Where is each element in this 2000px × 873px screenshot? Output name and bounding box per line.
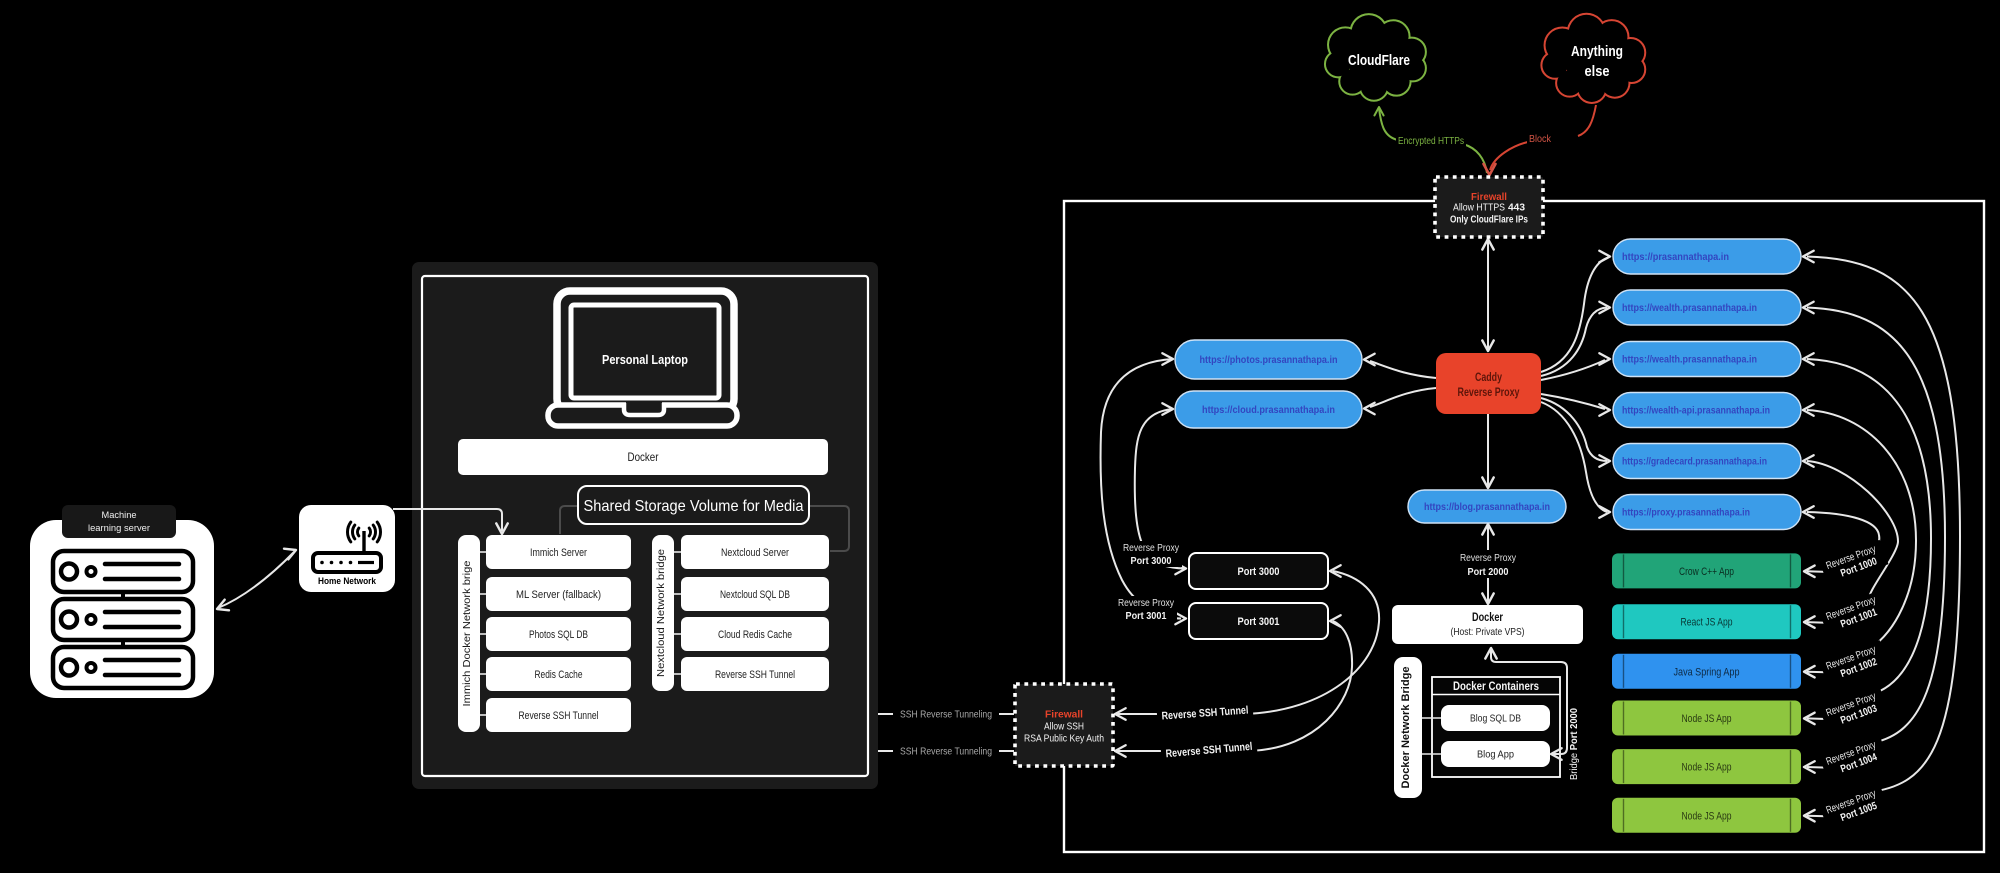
svg-text:(Host: Private VPS): (Host: Private VPS): [1451, 626, 1525, 638]
svg-text:Docker Network Bridge: Docker Network Bridge: [1400, 667, 1412, 789]
svg-text:Reverse Proxy: Reverse Proxy: [1118, 597, 1175, 609]
svg-text:else: else: [1585, 63, 1610, 80]
svg-text:Port 3000: Port 3000: [1238, 566, 1280, 578]
svg-text:Bridge Port 2000: Bridge Port 2000: [1568, 708, 1580, 780]
svg-text:Redis Cache: Redis Cache: [535, 669, 583, 681]
svg-text:Reverse SSH Tunnel: Reverse SSH Tunnel: [519, 710, 599, 722]
svg-text:SSH Reverse Tunneling: SSH Reverse Tunneling: [900, 709, 992, 721]
svg-text:Reverse Proxy: Reverse Proxy: [1460, 552, 1517, 564]
svg-text:RSA Public Key Auth: RSA Public Key Auth: [1024, 733, 1104, 745]
svg-text:Allow SSH: Allow SSH: [1044, 721, 1084, 733]
svg-text:https://blog.prasannathapa.in: https://blog.prasannathapa.in: [1424, 501, 1550, 513]
svg-text:https://wealth-api.prasannatha: https://wealth-api.prasannathapa.in: [1622, 405, 1770, 417]
svg-text:Firewall: Firewall: [1045, 709, 1083, 721]
svg-text:Anything: Anything: [1571, 43, 1623, 60]
svg-text:Nextcloud Server: Nextcloud Server: [721, 547, 789, 559]
svg-text:https://prasannathapa.in: https://prasannathapa.in: [1622, 251, 1729, 263]
svg-text:ML Server (fallback): ML Server (fallback): [516, 589, 601, 601]
svg-text:Node JS App: Node JS App: [1682, 762, 1732, 774]
svg-text:SSH Reverse Tunneling: SSH Reverse Tunneling: [900, 746, 992, 758]
svg-text:https://cloud.prasannathapa.in: https://cloud.prasannathapa.in: [1202, 404, 1335, 416]
svg-text:Node JS App: Node JS App: [1682, 810, 1732, 822]
svg-text:Photos SQL DB: Photos SQL DB: [529, 629, 588, 641]
svg-text:Home Network: Home Network: [318, 576, 377, 587]
svg-text:Port 3000: Port 3000: [1131, 555, 1172, 567]
svg-text:Immich Docker Network brige: Immich Docker Network brige: [461, 560, 473, 706]
svg-text:https://photos.prasannathapa.i: https://photos.prasannathapa.in: [1200, 354, 1338, 366]
svg-text:Java Spring App: Java Spring App: [1674, 666, 1740, 678]
svg-text:Port 3001: Port 3001: [1126, 610, 1167, 622]
svg-text:Reverse Proxy: Reverse Proxy: [1123, 542, 1180, 554]
svg-text:Blog App: Blog App: [1477, 749, 1514, 761]
svg-text:443: 443: [1508, 203, 1525, 214]
svg-text:https://wealth.prasannathapa.i: https://wealth.prasannathapa.in: [1622, 302, 1757, 314]
svg-text:Firewall: Firewall: [1471, 192, 1507, 203]
svg-text:Port 2000: Port 2000: [1468, 566, 1509, 578]
svg-text:https://gradecard.prasannathap: https://gradecard.prasannathapa.in: [1622, 456, 1767, 468]
svg-text:Docker: Docker: [628, 450, 659, 464]
svg-text:Reverse SSH Tunnel: Reverse SSH Tunnel: [715, 669, 795, 681]
svg-text:Port 3001: Port 3001: [1238, 616, 1280, 628]
svg-text:Encrypted HTTPs: Encrypted HTTPs: [1398, 135, 1464, 147]
svg-text:React JS App: React JS App: [1681, 617, 1733, 629]
svg-text:Caddy: Caddy: [1475, 372, 1502, 384]
svg-text:Shared Storage Volume for Medi: Shared Storage Volume for Media: [584, 498, 804, 515]
svg-text:Block: Block: [1529, 133, 1552, 145]
svg-text:Reverse Proxy: Reverse Proxy: [1458, 387, 1520, 399]
svg-text:Personal Laptop: Personal Laptop: [602, 352, 688, 367]
svg-text:Immich Server: Immich Server: [530, 547, 587, 559]
svg-text:https://proxy.prasannathapa.in: https://proxy.prasannathapa.in: [1622, 507, 1750, 519]
svg-text:Docker Containers: Docker Containers: [1453, 681, 1539, 693]
svg-text:Only CloudFlare IPs: Only CloudFlare IPs: [1450, 215, 1528, 226]
svg-text:Allow HTTPS: Allow HTTPS: [1453, 203, 1505, 214]
svg-text:Nextcloud SQL DB: Nextcloud SQL DB: [720, 589, 790, 601]
svg-text:learning server: learning server: [88, 523, 150, 534]
svg-text:CloudFlare: CloudFlare: [1348, 52, 1410, 69]
svg-text:Cloud Redis Cache: Cloud Redis Cache: [718, 629, 792, 641]
svg-text:Docker: Docker: [1472, 612, 1503, 624]
svg-text:Node JS App: Node JS App: [1682, 713, 1732, 725]
svg-text:Blog SQL DB: Blog SQL DB: [1470, 713, 1521, 725]
svg-text:https://wealth.prasannathapa.i: https://wealth.prasannathapa.in: [1622, 354, 1757, 366]
svg-text:Crow C++ App: Crow C++ App: [1679, 566, 1734, 578]
svg-text:Nextcloud Network bridge: Nextcloud Network bridge: [655, 549, 667, 677]
svg-text:Machine: Machine: [102, 510, 137, 521]
